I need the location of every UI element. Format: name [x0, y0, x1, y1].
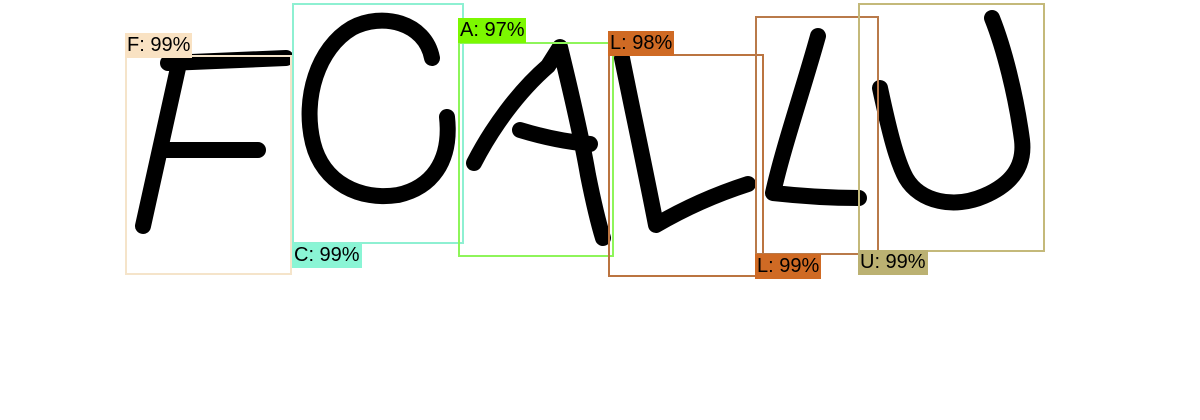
letter-u-glyph — [872, 10, 1031, 211]
detection-label-l1: L: 98% — [608, 31, 675, 56]
detection-label-c: C: 99% — [292, 243, 362, 268]
detection-box-l1 — [608, 54, 764, 277]
detection-label-u: U: 99% — [858, 250, 928, 275]
letter-l-glyph — [614, 50, 756, 233]
letter-l-glyph — [765, 28, 867, 206]
detection-box-u — [858, 3, 1045, 252]
letter-f-glyph — [135, 50, 294, 234]
detection-box-a — [458, 42, 614, 257]
letter-a-glyph — [466, 39, 611, 246]
detection-label-a: A: 97% — [458, 18, 527, 43]
detection-label-f: F: 99% — [125, 33, 193, 58]
detection-box-c — [292, 3, 464, 244]
detection-box-f — [125, 55, 292, 275]
detection-label-l2: L: 99% — [755, 254, 822, 279]
letter-c-glyph — [301, 12, 456, 205]
